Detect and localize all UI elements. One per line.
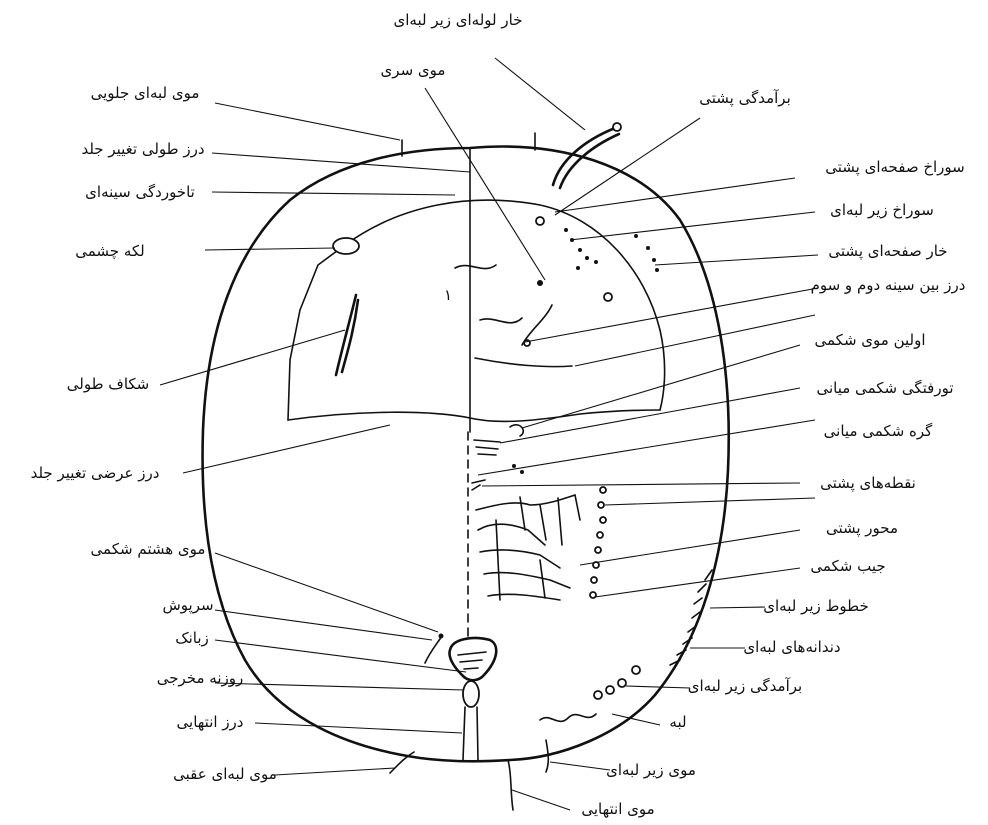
label-longitudinal-ecdysial-suture: درز طولی تغییر جلد: [81, 140, 204, 158]
label-submarginal-tubercle: برآمدگی زیر لبه‌ای: [688, 677, 802, 695]
transverse-suture: [288, 410, 660, 421]
label-median-abdominal-node: گره شکمی میانی: [824, 422, 934, 440]
meso-meta-suture-curve: [475, 358, 572, 367]
label-first-abdominal-setae: اولین موی شکمی: [814, 331, 925, 349]
dorsal-disc-spine-dots: [634, 234, 659, 272]
label-transverse-ecdysial-suture: درز عرضی تغییر جلد: [31, 464, 160, 482]
longitudinal-slit-mark: [336, 295, 358, 375]
label-operculum: سرپوش: [162, 596, 213, 615]
label-submarginal-lines: خطوط زیر لبه‌ای: [763, 597, 868, 615]
label-eye-spot: لکه چشمی: [75, 242, 145, 260]
label-lingula: زبانک: [175, 629, 209, 647]
labels: خار لوله‌ای زیر لبه‌ای موی سری برآمدگی پ…: [31, 11, 966, 818]
label-dorsal-disc-spine: خار صفحه‌ای پشتی: [828, 242, 947, 261]
median-node-mark: [474, 440, 500, 455]
pore-1: [536, 217, 544, 225]
label-margin: لبه: [669, 713, 686, 731]
body-drawing: ١: [203, 123, 729, 810]
thoracic-fold-arc: [345, 200, 665, 410]
label-thoracic-fold: تاخوردگی سینه‌ای: [85, 183, 195, 201]
margin-wave: [540, 714, 596, 721]
leader-lines: [160, 58, 818, 810]
label-submarginal-pore: سوراخ زیر لبه‌ای: [830, 201, 934, 219]
tubular-spine-tip: [613, 123, 621, 131]
dorsal-dot-rings: [590, 487, 606, 598]
label-caudal-setae: موی انتهایی: [581, 800, 654, 818]
abdominal-pattern: [472, 480, 580, 600]
label-dorsal-tubercle: برآمدگی پشتی: [699, 89, 791, 108]
label-eighth-abdominal-setae: موی هشتم شکمی: [91, 540, 206, 558]
operculum-seta-dot: [439, 634, 444, 639]
cephalic-seta-3: [522, 305, 552, 345]
eye-spot-shape: [333, 238, 359, 254]
label-abdominal-pocket: جیب شکمی: [810, 557, 885, 575]
first-abdominal-seta-mark: [510, 425, 523, 436]
node-dot-1: [512, 464, 516, 468]
label-cephalic-setae: موی سری: [381, 61, 446, 79]
cephalic-seta-1: [455, 265, 496, 269]
cephalic-seta-2: [480, 318, 522, 323]
label-dorsal-axis: محور پشتی: [826, 519, 898, 538]
label-anterior-marginal-setae: موی لبه‌ای جلویی: [91, 84, 200, 102]
pore-2: [604, 293, 612, 301]
submarginal-teeth: [670, 570, 712, 665]
label-marginal-tubular-spine: خار لوله‌ای زیر لبه‌ای: [394, 11, 523, 29]
node-dot-2: [520, 470, 524, 474]
label-caudal-suture: درز انتهایی: [177, 713, 244, 731]
vasiform-orifice-shape: [450, 638, 497, 760]
label-dorsal-disc-pore: سوراخ صفحه‌ای پشتی: [825, 158, 965, 177]
operculum-seta-shape: [425, 636, 442, 663]
caudal-seta-shape: [508, 760, 513, 810]
label-meso-metathoracic-suture: درز بین سینه دوم و سوم: [811, 276, 966, 294]
label-dorsal-dots: نقطه‌های پشتی: [820, 474, 916, 493]
label-median-abdominal-depression: تورفتگی شکمی میانی: [816, 379, 953, 397]
submarginal-pore-dots: [564, 228, 598, 270]
label-posterior-marginal-setae: موی لبه‌ای عقبی: [173, 765, 277, 783]
submarginal-tubercle-rings: [594, 666, 640, 699]
segment-mark: ١: [444, 286, 452, 304]
label-vasiform-orifice: روزنه مخرجی: [157, 669, 243, 687]
label-submarginal-setae: موی زیر لبه‌ای: [606, 761, 696, 779]
label-marginal-teeth: دندانه‌های لبه‌ای: [743, 638, 840, 656]
cephalic-seta-dot: [537, 280, 543, 286]
label-longitudinal-slit: شکاف طولی: [67, 375, 150, 393]
